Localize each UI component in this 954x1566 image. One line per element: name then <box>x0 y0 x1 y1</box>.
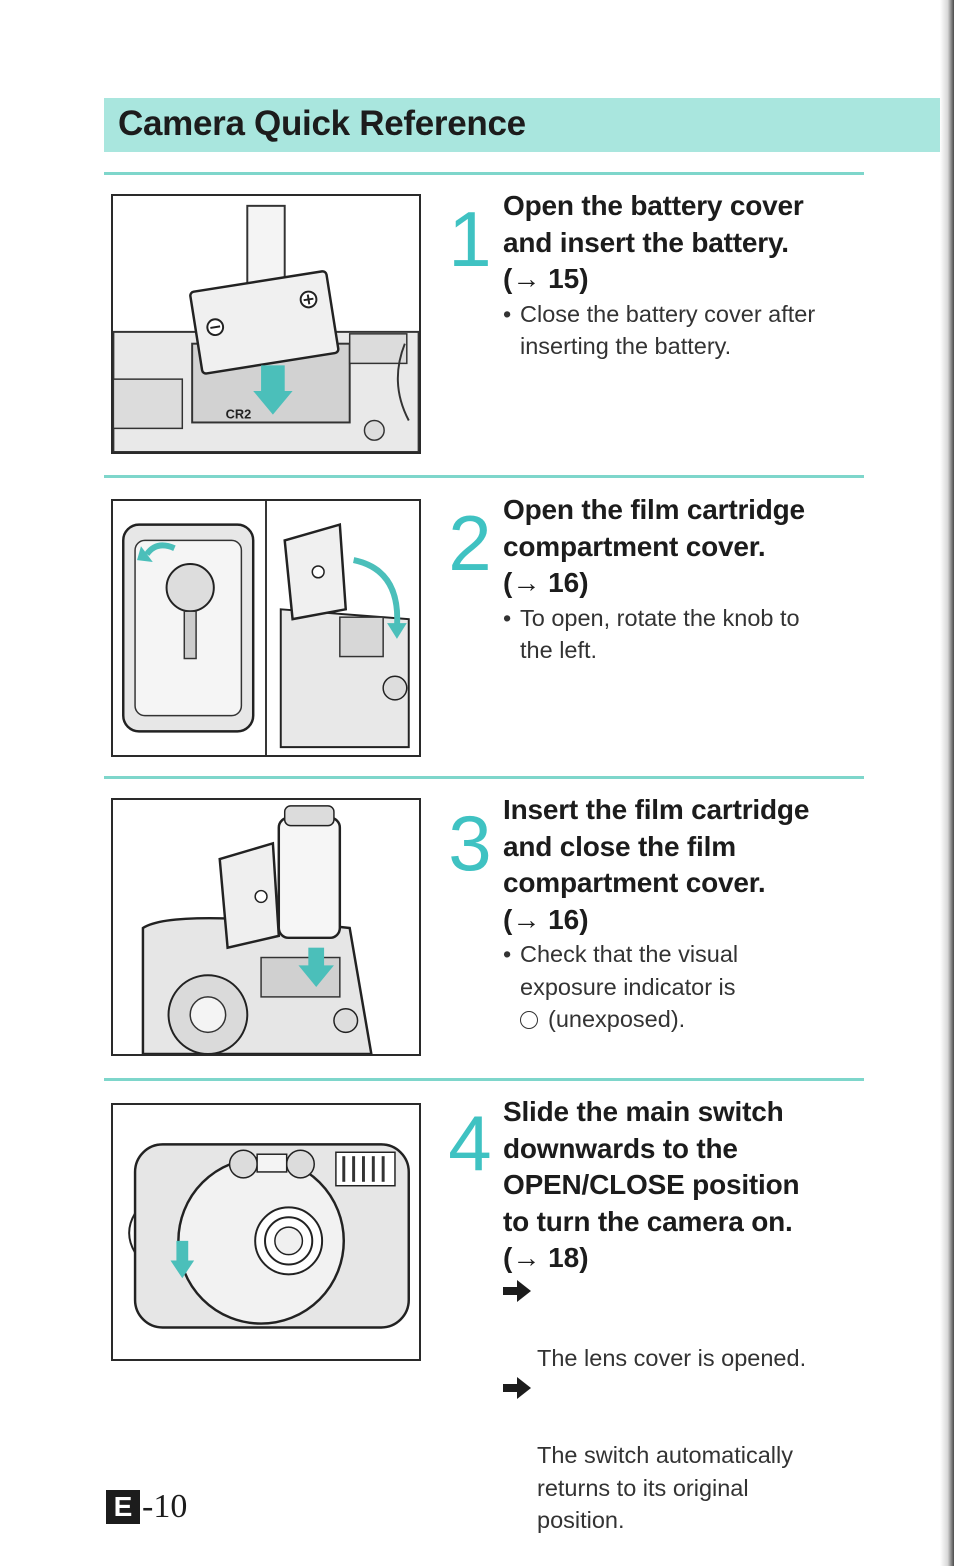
step-1-text: Open the battery cover and insert the ba… <box>503 188 863 363</box>
circle-indicator-icon <box>520 1011 538 1029</box>
step-1-page-ref: (→ 15) <box>503 263 589 294</box>
svg-text:4: 4 <box>448 1100 491 1180</box>
step-4-result-1: The lens cover is opened. <box>503 1277 863 1375</box>
step-4-page-ref: (→ 18) <box>503 1242 589 1273</box>
step-2-title: Open the film cartridge compartment cove… <box>503 494 805 562</box>
page-edge-shadow <box>940 0 954 1566</box>
step-1-illustration: CR2 <box>111 194 421 454</box>
page-number-digits: -10 <box>142 1488 188 1525</box>
step-number-2: 2 <box>440 500 500 580</box>
battery-insertion-illustration: CR2 <box>113 204 419 452</box>
section-badge: E <box>106 1490 140 1524</box>
step-number-1: 1 <box>440 196 500 276</box>
step-4-result-2: The switch automatically returns to its … <box>503 1374 863 1537</box>
step-2-page-ref: (→ 16) <box>503 567 589 598</box>
step-2-text: Open the film cartridge compartment cove… <box>503 492 863 667</box>
step-4-illustration <box>111 1103 421 1361</box>
step-1-bullet: •Close the battery cover after inserting… <box>503 300 816 360</box>
step-3-text: Insert the film cartridge and close the … <box>503 792 863 1036</box>
step-1-title: Open the battery cover and insert the ba… <box>503 190 804 258</box>
svg-text:3: 3 <box>448 800 491 880</box>
result-arrow-icon <box>503 1279 531 1302</box>
page-title: Camera Quick Reference <box>118 104 526 143</box>
step-3-page-ref: (→ 16) <box>503 903 589 935</box>
header-band: Camera Quick Reference <box>104 98 940 152</box>
svg-text:CR2: CR2 <box>226 407 252 422</box>
section-rule-3 <box>104 776 864 779</box>
page-number: E-10 <box>106 1488 187 1528</box>
step-2-bullet: •To open, rotate the knob to the left. <box>503 604 800 664</box>
step-3-bullet: •Check that the visual exposure indicato… <box>503 941 739 1000</box>
section-rule-1 <box>104 172 864 175</box>
step-3-title: Insert the film cartridge and close the … <box>503 794 810 898</box>
step-4-text: Slide the main switch downwards to the O… <box>503 1094 863 1537</box>
svg-text:1: 1 <box>448 196 491 276</box>
film-insertion-illustration <box>141 805 373 1054</box>
step-number-3: 3 <box>440 800 500 880</box>
step-2-illustration <box>111 499 421 757</box>
step-3-illustration <box>111 798 421 1056</box>
main-switch-illustration <box>128 1143 410 1329</box>
result-arrow-icon <box>503 1377 531 1399</box>
section-rule-4 <box>104 1078 864 1081</box>
step-4-title: Slide the main switch downwards to the O… <box>503 1096 800 1237</box>
step-3-bullet-continued: (unexposed). <box>503 1003 863 1036</box>
section-rule-2 <box>104 475 864 478</box>
step-number-4: 4 <box>440 1100 500 1180</box>
svg-text:2: 2 <box>448 500 491 580</box>
film-cover-open-illustration <box>122 501 410 755</box>
